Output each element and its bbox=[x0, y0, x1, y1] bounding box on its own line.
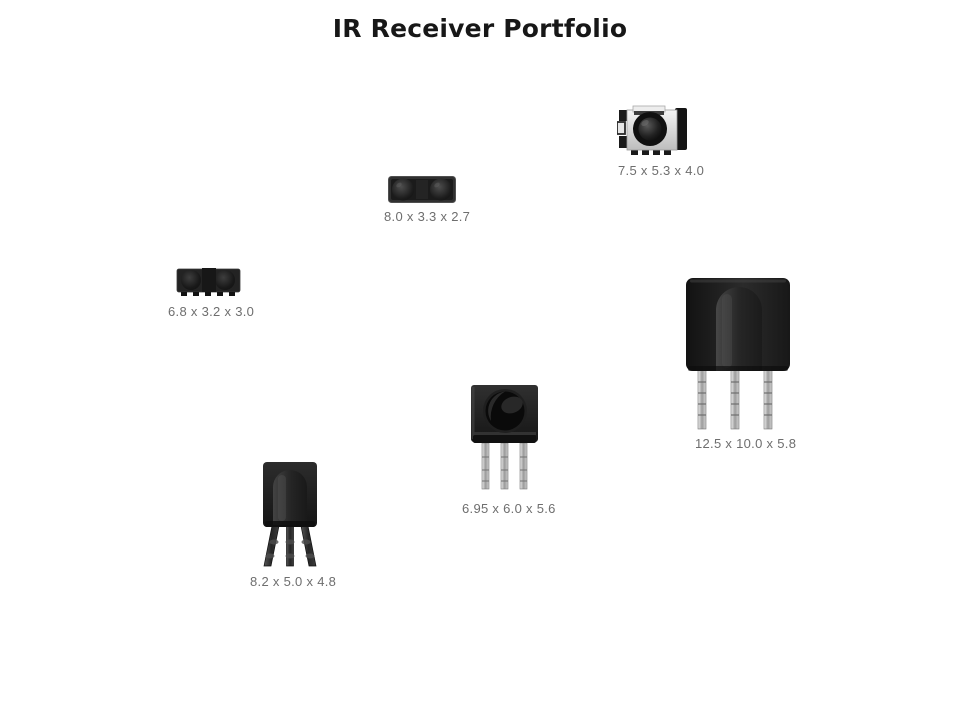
receiver-item-tht-round-lens: 6.95 x 6.0 x 5.6 bbox=[462, 385, 556, 516]
receiver-item-smd-compact: 6.8 x 3.2 x 3.0 bbox=[168, 267, 254, 319]
receiver-image-tht-small bbox=[263, 462, 317, 567]
receiver-image-smd-shielded bbox=[617, 105, 687, 155]
dimension-label: 6.8 x 3.2 x 3.0 bbox=[168, 304, 255, 319]
receiver-image-tht-round-lens bbox=[471, 385, 538, 490]
receiver-item-tht-small: 8.2 x 5.0 x 4.8 bbox=[250, 462, 336, 589]
dimension-label: 8.2 x 5.0 x 4.8 bbox=[250, 574, 337, 589]
receiver-item-smd-dual-lens: 8.0 x 3.3 x 2.7 bbox=[384, 176, 470, 224]
receiver-image-smd-dual-lens bbox=[388, 176, 456, 203]
receiver-item-tht-large: 12.5 x 10.0 x 5.8 bbox=[686, 278, 796, 451]
receiver-image-tht-large bbox=[686, 278, 790, 430]
receiver-item-smd-shielded: 7.5 x 5.3 x 4.0 bbox=[617, 104, 704, 178]
page-title: IR Receiver Portfolio bbox=[332, 14, 628, 43]
dimension-label: 7.5 x 5.3 x 4.0 bbox=[618, 163, 705, 178]
dimension-label: 6.95 x 6.0 x 5.6 bbox=[462, 501, 556, 516]
dimension-label: 8.0 x 3.3 x 2.7 bbox=[384, 209, 471, 224]
dimension-label: 12.5 x 10.0 x 5.8 bbox=[695, 436, 797, 451]
receiver-image-smd-compact bbox=[176, 268, 241, 296]
